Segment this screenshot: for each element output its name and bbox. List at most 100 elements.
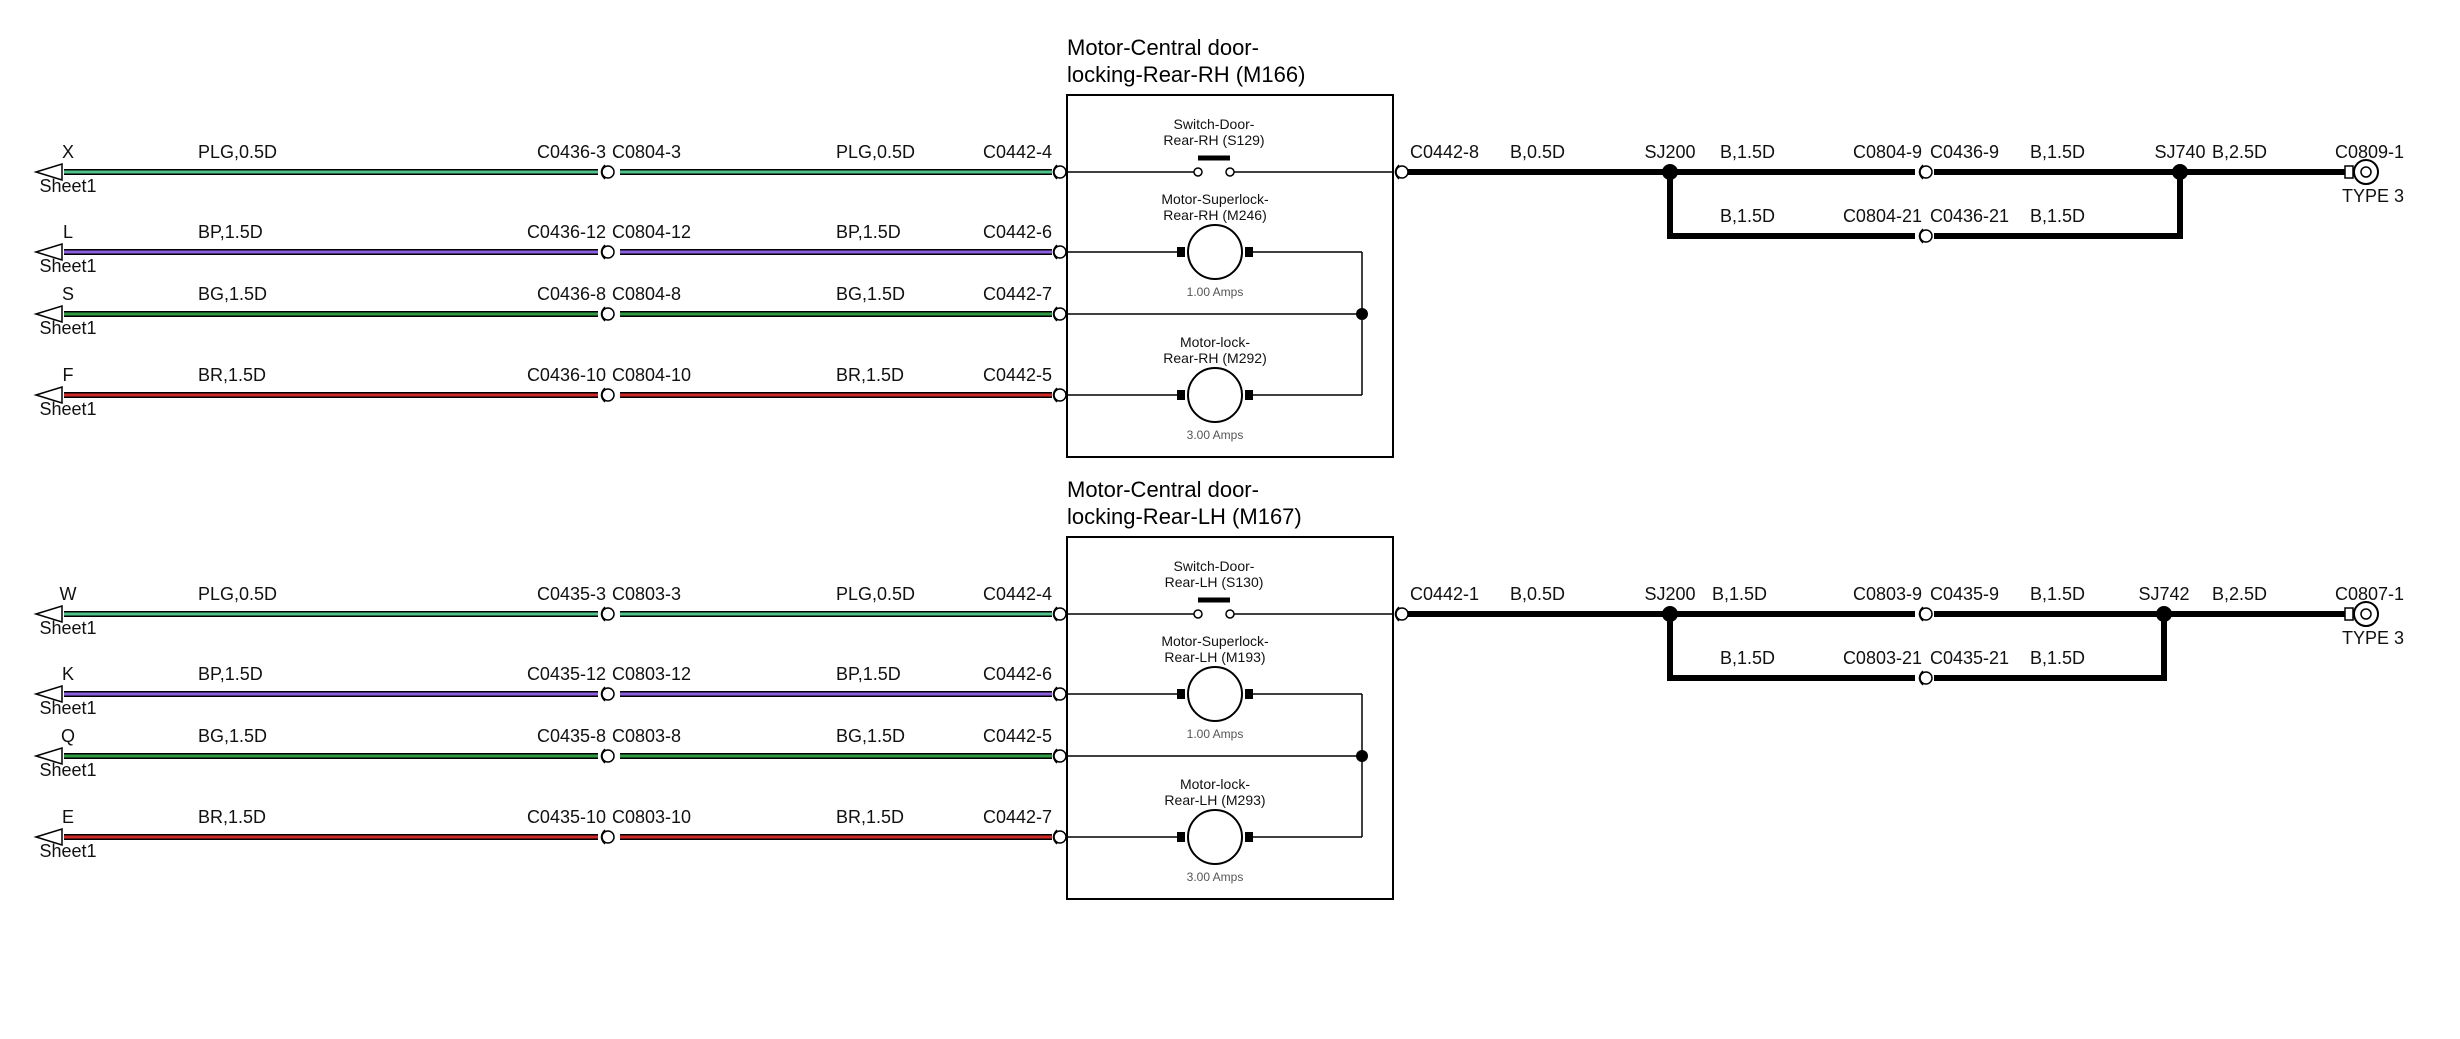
sheet-label: Sheet1 [39,399,96,419]
pin-connector [1053,245,1067,259]
pin-label: C0442-6 [983,222,1052,242]
pin-connector [1053,388,1067,402]
motor-lock-motor-icon [1187,367,1243,423]
motor-superlock-amps: 1.00 Amps [1187,285,1244,299]
inline-connector-bracket [600,829,606,845]
inline-connector-bracket [600,164,606,180]
inline-conn-right-label: C0804-3 [612,142,681,162]
pin-connector-bracket [1052,606,1058,622]
inline-conn-left-label: C0436-8 [537,284,606,304]
inline-conn-left-label: C0436-10 [527,365,606,385]
motor-superlock-label-line2: Rear-RH (M246) [1163,207,1266,223]
sheet-label: Sheet1 [39,698,96,718]
wire-right-label: PLG,0.5D [836,142,915,162]
pin-connector [1053,307,1067,321]
motor-superlock-terminal-right [1245,689,1253,699]
top-conn-right-label: C0436-9 [1930,142,1999,162]
sheet-label: Sheet1 [39,318,96,338]
motor-lock-terminal-left [1177,832,1185,842]
motor-lock-motor-icon [1187,809,1243,865]
switch-contact-left [1193,609,1203,619]
wire-left-label: BP,1.5D [198,222,263,242]
motor-lock-label-line2: Rear-RH (M292) [1163,350,1266,366]
pin-label: C0442-4 [983,142,1052,162]
pin-label: C0442-7 [983,807,1052,827]
pin-connector-bracket [1052,748,1058,764]
inline-conn-left-label: C0435-12 [527,664,606,684]
top-branch-wire-2-label: B,1.5D [2030,142,2085,162]
motor-superlock-amps: 1.00 Amps [1187,727,1244,741]
motor-lock-terminal-right [1245,390,1253,400]
inline-connector [601,749,615,763]
sheet-arrow-icon [33,242,63,262]
output-pin-connector [1395,607,1409,621]
motor-lock-terminal-right [1245,832,1253,842]
inline-conn-right-label: C0803-8 [612,726,681,746]
ring-terminal-neck [2344,607,2354,621]
inline-conn-left-label: C0435-3 [537,584,606,604]
motor-superlock-motor-icon [1187,224,1243,280]
sheet-label: Sheet1 [39,841,96,861]
top-conn-left-label: C0803-9 [1853,584,1922,604]
wire-right-label: BR,1.5D [836,807,904,827]
inline-conn-right-label: C0803-10 [612,807,691,827]
splice-2-label: SJ742 [2138,584,2189,604]
inline-conn-left-label: C0435-10 [527,807,606,827]
sheet-arrow-icon [33,385,63,405]
wire-left-label: PLG,0.5D [198,584,277,604]
ring-terminal-hole [2360,608,2372,620]
wire-right-label: BG,1.5D [836,726,905,746]
pin-label: C0442-5 [983,365,1052,385]
bottom-branch-wire-1 [1667,614,1915,681]
pin-connector-bracket [1052,387,1058,403]
pin-label: C0442-4 [983,584,1052,604]
inline-connector-bracket [600,387,606,403]
panel-title-line1: Motor-Central door- [1067,477,1259,502]
output-pin-connector-bracket [1394,164,1400,180]
common-junction [1356,308,1368,320]
pin-connector-bracket [1052,829,1058,845]
pin-label: C0442-5 [983,726,1052,746]
panel-2: Motor-Central door-locking-Rear-LH (M167… [33,477,2404,900]
sheet-letter: E [62,807,74,827]
wire-left-label: BR,1.5D [198,807,266,827]
top-conn-right-label: C0435-9 [1930,584,1999,604]
inline-conn-left-label: C0435-8 [537,726,606,746]
switch-contact-right [1225,167,1235,177]
pin-connector-bracket [1052,164,1058,180]
inline-conn-right-label: C0804-12 [612,222,691,242]
bottom-branch-connector [1919,671,1933,685]
output-pin-label: C0442-8 [1410,142,1479,162]
switch-contact-right [1225,609,1235,619]
sheet-letter: K [62,664,74,684]
pin-label: C0442-6 [983,664,1052,684]
sheet-letter: X [62,142,74,162]
pin-connector-bracket [1052,244,1058,260]
top-branch-connector-bracket [1918,164,1924,180]
inline-connector-bracket [600,606,606,622]
pin-connector [1053,607,1067,621]
inline-conn-left-label: C0436-12 [527,222,606,242]
panel-title-line2: locking-Rear-LH (M167) [1067,504,1302,529]
sheet-arrow-icon [33,684,63,704]
sheet-letter: W [60,584,77,604]
sheet-letter: F [63,365,74,385]
wire-left-label: BR,1.5D [198,365,266,385]
output-pin-connector-bracket [1394,606,1400,622]
splice-2-label: SJ740 [2154,142,2205,162]
ground-wire-1-label: B,0.5D [1510,584,1565,604]
common-junction [1356,750,1368,762]
ground-wire-1-label: B,0.5D [1510,142,1565,162]
inline-connector [601,388,615,402]
switch-contact-left [1193,167,1203,177]
motor-superlock-motor-icon [1187,666,1243,722]
motor-superlock-terminal-right [1245,247,1253,257]
bottom-branch-wire-2 [1934,172,2183,239]
pin-connector-bracket [1052,306,1058,322]
sheet-label: Sheet1 [39,618,96,638]
wire-right-label: BG,1.5D [836,284,905,304]
sheet-letter: L [63,222,73,242]
final-wire-label: B,2.5D [2212,584,2267,604]
inline-connector-bracket [600,306,606,322]
